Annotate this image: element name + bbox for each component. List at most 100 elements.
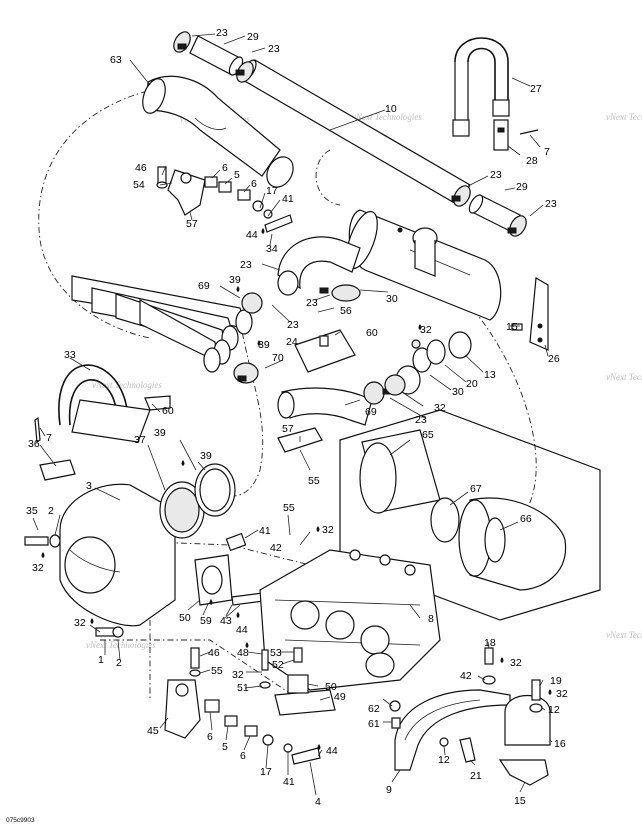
- callout: 16: [554, 738, 566, 750]
- callout: 59: [200, 615, 212, 627]
- callout: 23: [415, 414, 427, 426]
- callout: 61: [368, 718, 380, 730]
- callout: 45: [147, 725, 159, 737]
- callout: 41: [259, 525, 271, 537]
- callout: 42: [460, 670, 472, 682]
- callout: 12: [548, 704, 560, 716]
- callout: 70: [272, 352, 284, 364]
- callout: 21: [470, 770, 482, 782]
- callout: 23: [490, 169, 502, 181]
- callout: 50: [179, 612, 191, 624]
- drop-icon: [316, 526, 320, 532]
- lower-mount-group: [164, 647, 321, 765]
- drop-icon: [236, 286, 240, 292]
- callout: 46: [135, 162, 147, 174]
- callout: 23: [287, 319, 299, 331]
- callout: 32: [232, 669, 244, 681]
- drop-icon: [317, 744, 321, 750]
- callout: 7: [544, 146, 550, 158]
- watermark: vNext Technologies: [86, 640, 156, 650]
- watermark: vNext Technologies: [352, 112, 422, 122]
- callout: 63: [110, 54, 122, 66]
- callout: 32: [556, 688, 568, 700]
- watermark: vNext Technologies: [606, 630, 642, 640]
- callout: 29: [516, 181, 528, 193]
- callout: 9: [386, 784, 392, 796]
- callout: 57: [282, 423, 294, 435]
- callout: 23: [216, 27, 228, 39]
- drop-icon: [500, 657, 504, 663]
- callout: 17: [260, 766, 272, 778]
- callout: 7: [46, 432, 52, 444]
- callout: 2: [116, 657, 122, 669]
- drop-icon: [548, 689, 552, 695]
- callout: 39: [258, 339, 270, 351]
- callout: 5: [222, 741, 228, 753]
- callout: 2: [48, 505, 54, 517]
- tuned-pipe-group: [142, 31, 539, 237]
- callout: 6: [222, 162, 228, 174]
- callout: 17: [266, 185, 278, 197]
- drop-icon: [245, 642, 249, 648]
- callout: 19: [550, 675, 562, 687]
- drop-icon: [418, 324, 422, 330]
- drop-icon: [257, 340, 261, 346]
- callout: 6: [207, 731, 213, 743]
- callout: 15: [514, 795, 526, 807]
- exhaust-manifold-group: [34, 166, 472, 481]
- callout: 15: [506, 321, 518, 333]
- callout: 29: [247, 31, 259, 43]
- drop-icon: [181, 460, 185, 466]
- callout: 69: [365, 406, 377, 418]
- watermark: vNext Technologies: [606, 112, 642, 122]
- drop-icon: [90, 618, 94, 624]
- callout: 32: [74, 617, 86, 629]
- callout: 35: [26, 505, 38, 517]
- callout: 55: [308, 475, 320, 487]
- callout: 39: [200, 450, 212, 462]
- callout: 50: [325, 681, 337, 693]
- callout: 32: [420, 324, 432, 336]
- muffler-group: [346, 209, 549, 351]
- watermark: vNext Technologies: [92, 380, 162, 390]
- callout: 20: [466, 378, 478, 390]
- leader-lines: [32, 33, 553, 796]
- callout: 13: [484, 369, 496, 381]
- callout: 46: [208, 647, 220, 659]
- callout: 23: [268, 43, 280, 55]
- callout: 44: [326, 745, 338, 757]
- callout: 33: [64, 349, 76, 361]
- callout: 23: [545, 198, 557, 210]
- callout: 12: [438, 754, 450, 766]
- watermark: vNext Technologies: [606, 372, 642, 382]
- callout: 48: [237, 647, 249, 659]
- callout: 24: [286, 336, 298, 348]
- engine-block-group: [259, 549, 441, 716]
- callout: 53: [270, 647, 282, 659]
- callout: 8: [428, 613, 434, 625]
- adhesive-drop-icons: [41, 228, 552, 750]
- callout: 66: [520, 513, 532, 525]
- callout: 42: [270, 542, 282, 554]
- callout: 4: [315, 796, 321, 808]
- callout: 41: [283, 776, 295, 788]
- callout: 43: [220, 615, 232, 627]
- exhaust-outlet-group: [24, 463, 272, 638]
- callout: 3: [86, 480, 92, 492]
- callout: 69: [198, 280, 210, 292]
- callout: 60: [162, 405, 174, 417]
- callout: 54: [133, 179, 145, 191]
- callout: 32: [510, 657, 522, 669]
- callout: 34: [266, 243, 278, 255]
- drop-icon: [209, 599, 213, 605]
- callout: 5: [234, 169, 240, 181]
- callout: 37: [134, 434, 146, 446]
- callout: 32: [322, 524, 334, 536]
- callout: 39: [154, 427, 166, 439]
- callout: 39: [229, 274, 241, 286]
- callout: 62: [368, 703, 380, 715]
- callout: 10: [385, 103, 397, 115]
- callout: 44: [236, 624, 248, 636]
- callout: 30: [452, 386, 464, 398]
